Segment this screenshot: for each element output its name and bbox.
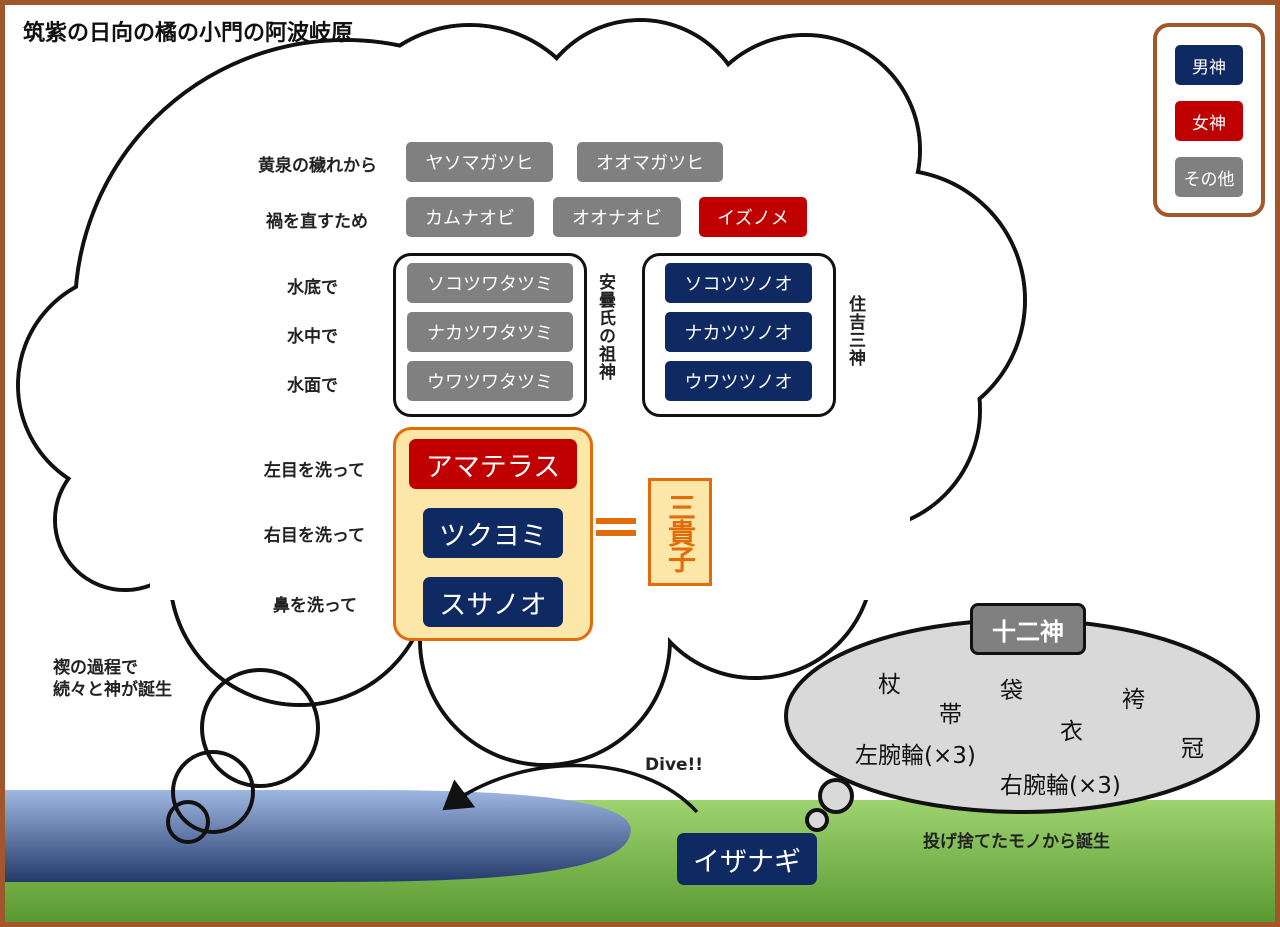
god-izunome: イズノメ	[699, 197, 807, 237]
juni-caption: 投げ捨てたモノから誕生	[923, 832, 1110, 852]
row-label-naosu: 禍を直すため	[266, 212, 368, 232]
sanki-box: 三貴子	[648, 478, 712, 586]
row-label-nakade: 水中で	[287, 327, 338, 347]
god-kamunaobi: カムナオビ	[406, 197, 534, 237]
item-hakama: 袴	[1122, 687, 1145, 713]
legend-other: その他	[1175, 157, 1243, 197]
god-yasomagatsuhi: ヤソマガツヒ	[406, 142, 553, 182]
legend-panel: 男神 女神 その他	[1153, 23, 1265, 217]
note-misogi: 禊の過程で 続々と神が誕生	[53, 657, 172, 701]
dive-arrow	[442, 763, 699, 814]
god-uwatsuwatatsumi: ウワツワタツミ	[407, 361, 573, 401]
pond-water	[5, 790, 631, 882]
juni-title-badge: 十二神	[970, 603, 1086, 655]
note-misogi-line2: 続々と神が誕生	[53, 680, 172, 700]
row-label-yomi: 黄泉の穢れから	[258, 156, 377, 176]
note-misogi-line1: 禊の過程で	[53, 658, 138, 678]
row-label-nose: 鼻を洗って	[272, 596, 357, 616]
row-label-omode: 水面で	[287, 376, 338, 396]
row-label-sokode: 水底で	[287, 278, 338, 298]
watatsumi-group-label: 安曇氏の祖神	[595, 273, 615, 381]
god-oomagatsuhi: オオマガツヒ	[577, 142, 723, 182]
dive-label: Dive!!	[645, 755, 704, 775]
god-sokotsutsunoo: ソコツツノオ	[665, 263, 812, 303]
tsutsunoo-group-label: 住吉三神	[845, 295, 865, 367]
god-nakatsutsunoo: ナカツツノオ	[665, 312, 812, 352]
god-tsukuyomi: ツクヨミ	[423, 508, 563, 558]
row-label-left-eye: 左目を洗って	[263, 461, 365, 481]
god-uwatsutsunoo: ウワツツノオ	[665, 361, 812, 401]
row-label-right-eye: 右目を洗って	[263, 526, 365, 546]
thought-bubbles-left	[166, 668, 320, 844]
page-title: 筑紫の日向の橘の小門の阿波岐原	[23, 21, 354, 46]
god-sokotsuwatatsumi: ソコツワタツミ	[407, 263, 573, 303]
god-amaterasu: アマテラス	[409, 439, 577, 489]
item-obi: 帯	[939, 702, 962, 728]
sanki-label: 三貴子	[664, 493, 697, 571]
item-right-bracelet: 右腕輪(×3)	[1000, 773, 1121, 799]
equals-sign	[596, 518, 636, 536]
legend-male: 男神	[1175, 45, 1243, 85]
legend-female: 女神	[1175, 101, 1243, 141]
god-susanoo: スサノオ	[423, 577, 563, 627]
god-oonaobi: オオナオビ	[553, 197, 681, 237]
item-fukuro: 袋	[1000, 678, 1023, 704]
god-nakatsuwatatsumi: ナカツワタツミ	[407, 312, 573, 352]
thought-bubble-small	[805, 808, 829, 832]
thought-bubble-mid	[818, 778, 854, 814]
god-izanagi: イザナギ	[677, 833, 817, 885]
item-tsue: 杖	[878, 672, 901, 698]
item-left-bracelet: 左腕輪(×3)	[855, 743, 976, 769]
item-kanmuri: 冠	[1181, 736, 1204, 762]
item-koromo: 衣	[1060, 719, 1083, 745]
